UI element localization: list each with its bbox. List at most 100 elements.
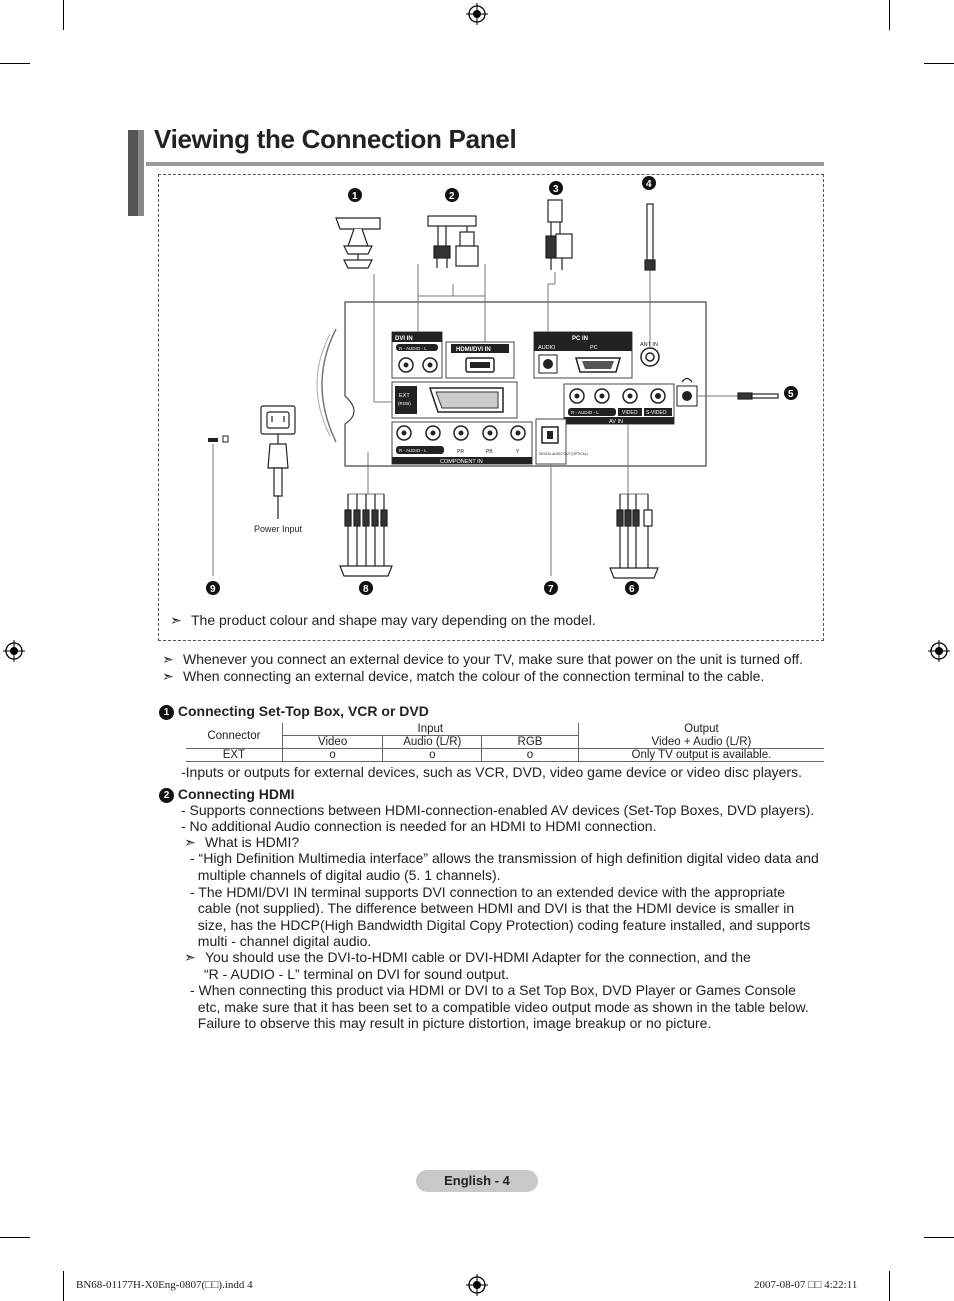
connection-panel-diagram: DVI IN R - AUDIO - L HDMI/DVI IN PC IN A… — [206, 176, 798, 595]
callout-1-label: 1 — [352, 191, 358, 202]
vga-port-inner — [582, 361, 614, 369]
crop-mark — [924, 1237, 954, 1238]
headphone-jack — [682, 391, 692, 401]
note-arrow-icon: ➣ — [162, 651, 174, 667]
av-audio-label: R - AUDIO - L — [571, 410, 599, 415]
hdmi-port-inner — [470, 362, 490, 368]
section-number: 2 — [159, 787, 174, 803]
av-video-bar — [618, 408, 642, 416]
tv-curve — [316, 333, 331, 437]
crop-mark — [63, 1271, 64, 1301]
hdmi-line: size, has the HDCP(High Bandwidth Digita… — [190, 917, 811, 933]
dvi-cable-icon — [427, 215, 479, 268]
component-in-label: COMPONENT IN — [440, 459, 483, 465]
note-item: ➣ Whenever you connect an external device… — [162, 651, 803, 668]
section1-title: Connecting Set-Top Box, VCR or DVD — [177, 703, 429, 719]
hdmi-header — [451, 344, 509, 353]
table-header-out-video-audio: Video + Audio (L/R) — [577, 735, 824, 749]
note-item: ➣When connecting an external device, mat… — [162, 668, 764, 685]
hdmi-line: multi - channel digital audio. — [190, 933, 372, 949]
callout-6 — [625, 581, 639, 595]
hdmi-line: - “High Definition Multimedia interface”… — [190, 850, 819, 866]
crop-mark — [889, 1271, 890, 1301]
title-rule — [146, 162, 824, 166]
callout-9-label: 9 — [210, 584, 216, 595]
note-text: When connecting an external device, matc… — [183, 668, 765, 684]
callout-4 — [642, 176, 656, 190]
jack-pin — [574, 393, 580, 399]
crop-mark — [0, 1237, 30, 1238]
table-row: EXT o o o Only TV output is available. — [186, 748, 824, 762]
dvi-in-label: DVI IN — [395, 336, 413, 342]
s-video-label: S-VIDEO — [646, 410, 667, 416]
s-video-bar — [644, 408, 672, 416]
lock-icon — [222, 435, 229, 443]
comp-y-label: Y — [516, 449, 520, 455]
ext-header — [395, 386, 417, 414]
table-cell: Only TV output is available. — [577, 748, 824, 762]
table-header-output: Output — [577, 723, 824, 736]
av-in-footer — [564, 417, 674, 424]
crop-mark — [0, 63, 30, 64]
jack-pin — [458, 430, 464, 436]
pc-audio-jack — [543, 359, 553, 369]
footer-date: 2007-08-07 □□ 4:22:11 — [754, 1279, 858, 1291]
jack-pin — [487, 430, 493, 436]
ext-connector-table: Connector Input Output Video Audio (L/R)… — [186, 723, 824, 762]
note-arrow-icon: ➣ — [184, 834, 196, 850]
registration-mark-icon — [3, 640, 25, 662]
power-input-icon — [260, 405, 296, 519]
table-cell: o — [481, 748, 579, 762]
table-header-rgb: RGB — [481, 735, 579, 749]
callout-5 — [784, 386, 798, 400]
av-in-label: AV IN — [609, 419, 623, 425]
callout-1 — [348, 188, 362, 202]
lock-slot-icon — [208, 438, 218, 442]
callout-2 — [445, 188, 459, 202]
power-input-label: Power Input — [254, 524, 303, 534]
callout-4-label: 4 — [646, 179, 652, 190]
section2-heading: 2 Connecting HDMI — [159, 786, 295, 803]
hdmi-line: - The HDMI/DVI IN terminal supports DVI … — [190, 884, 786, 900]
ext-sub-label: (RGB) — [398, 401, 411, 406]
hdmi-line: Failure to observe this may result in pi… — [190, 1015, 712, 1031]
section1-footnote: -Inputs or outputs for external devices,… — [181, 764, 802, 780]
what-is-hdmi-text: What is HDMI? — [205, 834, 300, 850]
table-cell: o — [281, 748, 383, 762]
pc-in-label: PC IN — [572, 336, 588, 342]
pc-cable-icon — [545, 199, 573, 270]
dvi-in-header — [392, 332, 442, 342]
section-number: 1 — [159, 704, 174, 720]
callout-7-label: 7 — [548, 584, 554, 595]
component-in-footer — [392, 457, 532, 464]
callout-5-label: 5 — [788, 389, 794, 400]
jack-pin — [515, 430, 521, 436]
callout-7 — [544, 581, 558, 595]
section2-title: Connecting HDMI — [177, 786, 295, 802]
jack-pin — [627, 393, 633, 399]
registration-mark-icon — [928, 640, 950, 662]
callout-8-label: 8 — [363, 584, 369, 595]
section2-line: - Supports connections between HDMI-conn… — [181, 802, 815, 818]
note-arrow-icon: ➣ — [184, 949, 196, 965]
antenna-cable-icon — [644, 203, 656, 271]
table-header-video: Video — [281, 735, 383, 749]
optical-port-inner — [547, 431, 553, 439]
dvi-note-text: You should use the DVI-to-HDMI cable or … — [205, 949, 751, 965]
pc-header — [564, 342, 632, 351]
callout-2-label: 2 — [449, 191, 455, 202]
note-text: Whenever you connect an external device … — [183, 651, 803, 667]
headphone-plug-icon — [737, 392, 779, 400]
pc-audio-header — [534, 342, 564, 351]
comp-pb-label: PB — [486, 449, 493, 455]
comp-audio-bar — [396, 446, 444, 454]
pc-label: PC — [590, 345, 598, 351]
av-video-label: VIDEO — [622, 410, 638, 416]
headphone-icon — [681, 377, 693, 383]
component-cable-icon — [339, 494, 393, 577]
tv-curve — [321, 328, 337, 443]
jack-pin — [401, 430, 407, 436]
av-audio-bar — [568, 408, 616, 416]
footer-filename: BN68-01177H-X0Eng-0807(□□).indd 4 — [76, 1279, 253, 1291]
callout-3-label: 3 — [553, 184, 559, 195]
